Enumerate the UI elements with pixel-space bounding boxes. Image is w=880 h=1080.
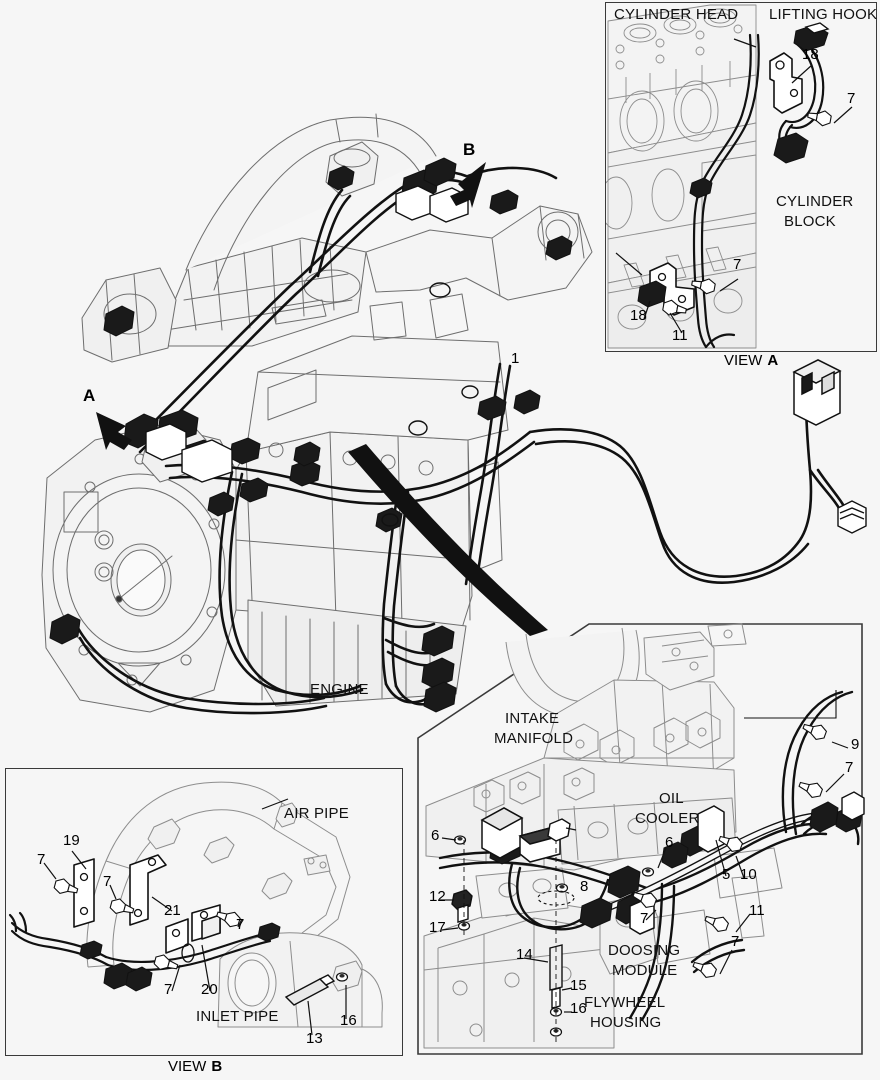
view-a-callout-18-top: 18 <box>802 46 819 63</box>
view-b-illustration <box>8 781 383 1036</box>
section-marker-a-label: A <box>83 386 96 405</box>
intake-manifold-label-2: MANIFOLD <box>494 730 574 747</box>
cylinder-block-label-1: CYLINDER <box>776 193 854 210</box>
panel-callout-17: 17 <box>429 919 446 936</box>
view-a-illustration <box>606 4 853 349</box>
view-a-callout-7-bottom: 7 <box>733 256 742 273</box>
view-a-callout-18-bottom: 18 <box>630 307 647 324</box>
view-a-callout-11: 11 <box>672 327 688 344</box>
view-a-caption-letter: A <box>767 352 779 369</box>
flywheel-housing-label-1: FLYWHEEL <box>584 994 666 1011</box>
panel-callout-16: 16 <box>570 1000 587 1017</box>
harness-break-band <box>348 444 548 636</box>
section-arrow-a <box>96 412 132 450</box>
panel-connectors <box>480 791 865 935</box>
engine-label: ENGINE <box>310 681 369 698</box>
air-pipe-label: AIR PIPE <box>284 805 349 822</box>
panel-callout-9: 9 <box>851 736 860 753</box>
view-b-caption-letter: B <box>211 1058 223 1075</box>
view-a-panel <box>605 2 877 352</box>
panel-callout-15: 15 <box>570 977 587 994</box>
doosing-module-label-1: DOOSING <box>608 942 681 959</box>
engine-block-outline <box>41 113 593 713</box>
view-b-callout-13: 13 <box>306 1030 323 1047</box>
view-b-callout-7-a: 7 <box>37 851 46 868</box>
panel-callout-8: 8 <box>580 878 589 895</box>
view-b-callout-19: 19 <box>63 832 80 849</box>
section-marker-b-label: B <box>463 140 476 159</box>
panel-callout-14: 14 <box>516 946 533 963</box>
panel-leaders <box>440 690 849 1013</box>
panel-callout-6-left: 6 <box>431 827 440 844</box>
lifting-hook-label: LIFTING HOOK <box>769 6 878 23</box>
view-b-callout-20: 20 <box>201 981 218 998</box>
panel-callout-12: 12 <box>429 888 446 905</box>
view-b-callout-7-b: 7 <box>103 873 112 890</box>
view-b-caption-text: VIEW <box>168 1058 207 1075</box>
view-a-caption-text: VIEW <box>724 352 763 369</box>
intake-manifold-label-1: INTAKE <box>505 710 560 727</box>
flywheel-housing-label-2: HOUSING <box>590 1014 662 1031</box>
view-b-panel <box>5 768 403 1056</box>
panel-fasteners <box>451 719 829 1046</box>
view-b-callout-7-c: 7 <box>236 916 245 933</box>
cylinder-block-label-2: BLOCK <box>784 213 836 230</box>
doosing-module-label-2: MODULE <box>612 962 678 979</box>
view-b-callout-21: 21 <box>164 902 181 919</box>
cylinder-head-label: CYLINDER HEAD <box>614 6 739 23</box>
section-arrow-b <box>450 162 486 208</box>
callout-1: 1 <box>511 350 520 367</box>
panel-callout-7-r1: 7 <box>845 759 854 776</box>
view-b-callout-7-d: 7 <box>164 981 173 998</box>
panel-callout-7-low: 7 <box>731 933 740 950</box>
panel-callout-7-mid: 7 <box>640 910 649 927</box>
panel-callout-6-mid: 6 <box>665 834 674 851</box>
panel-callout-5: 5 <box>722 866 731 883</box>
harness-connectors-main <box>49 157 867 713</box>
view-b-callout-16: 16 <box>340 1012 357 1029</box>
inlet-pipe-label: INLET PIPE <box>196 1008 279 1025</box>
oil-cooler-label-2: COOLER <box>635 810 700 827</box>
view-a-callout-7-top: 7 <box>847 90 856 107</box>
panel-callout-11: 11 <box>749 902 765 919</box>
intake-manifold-panel <box>417 623 865 1055</box>
oil-cooler-label-1: OIL <box>659 790 684 807</box>
panel-callout-10: 10 <box>740 866 757 883</box>
